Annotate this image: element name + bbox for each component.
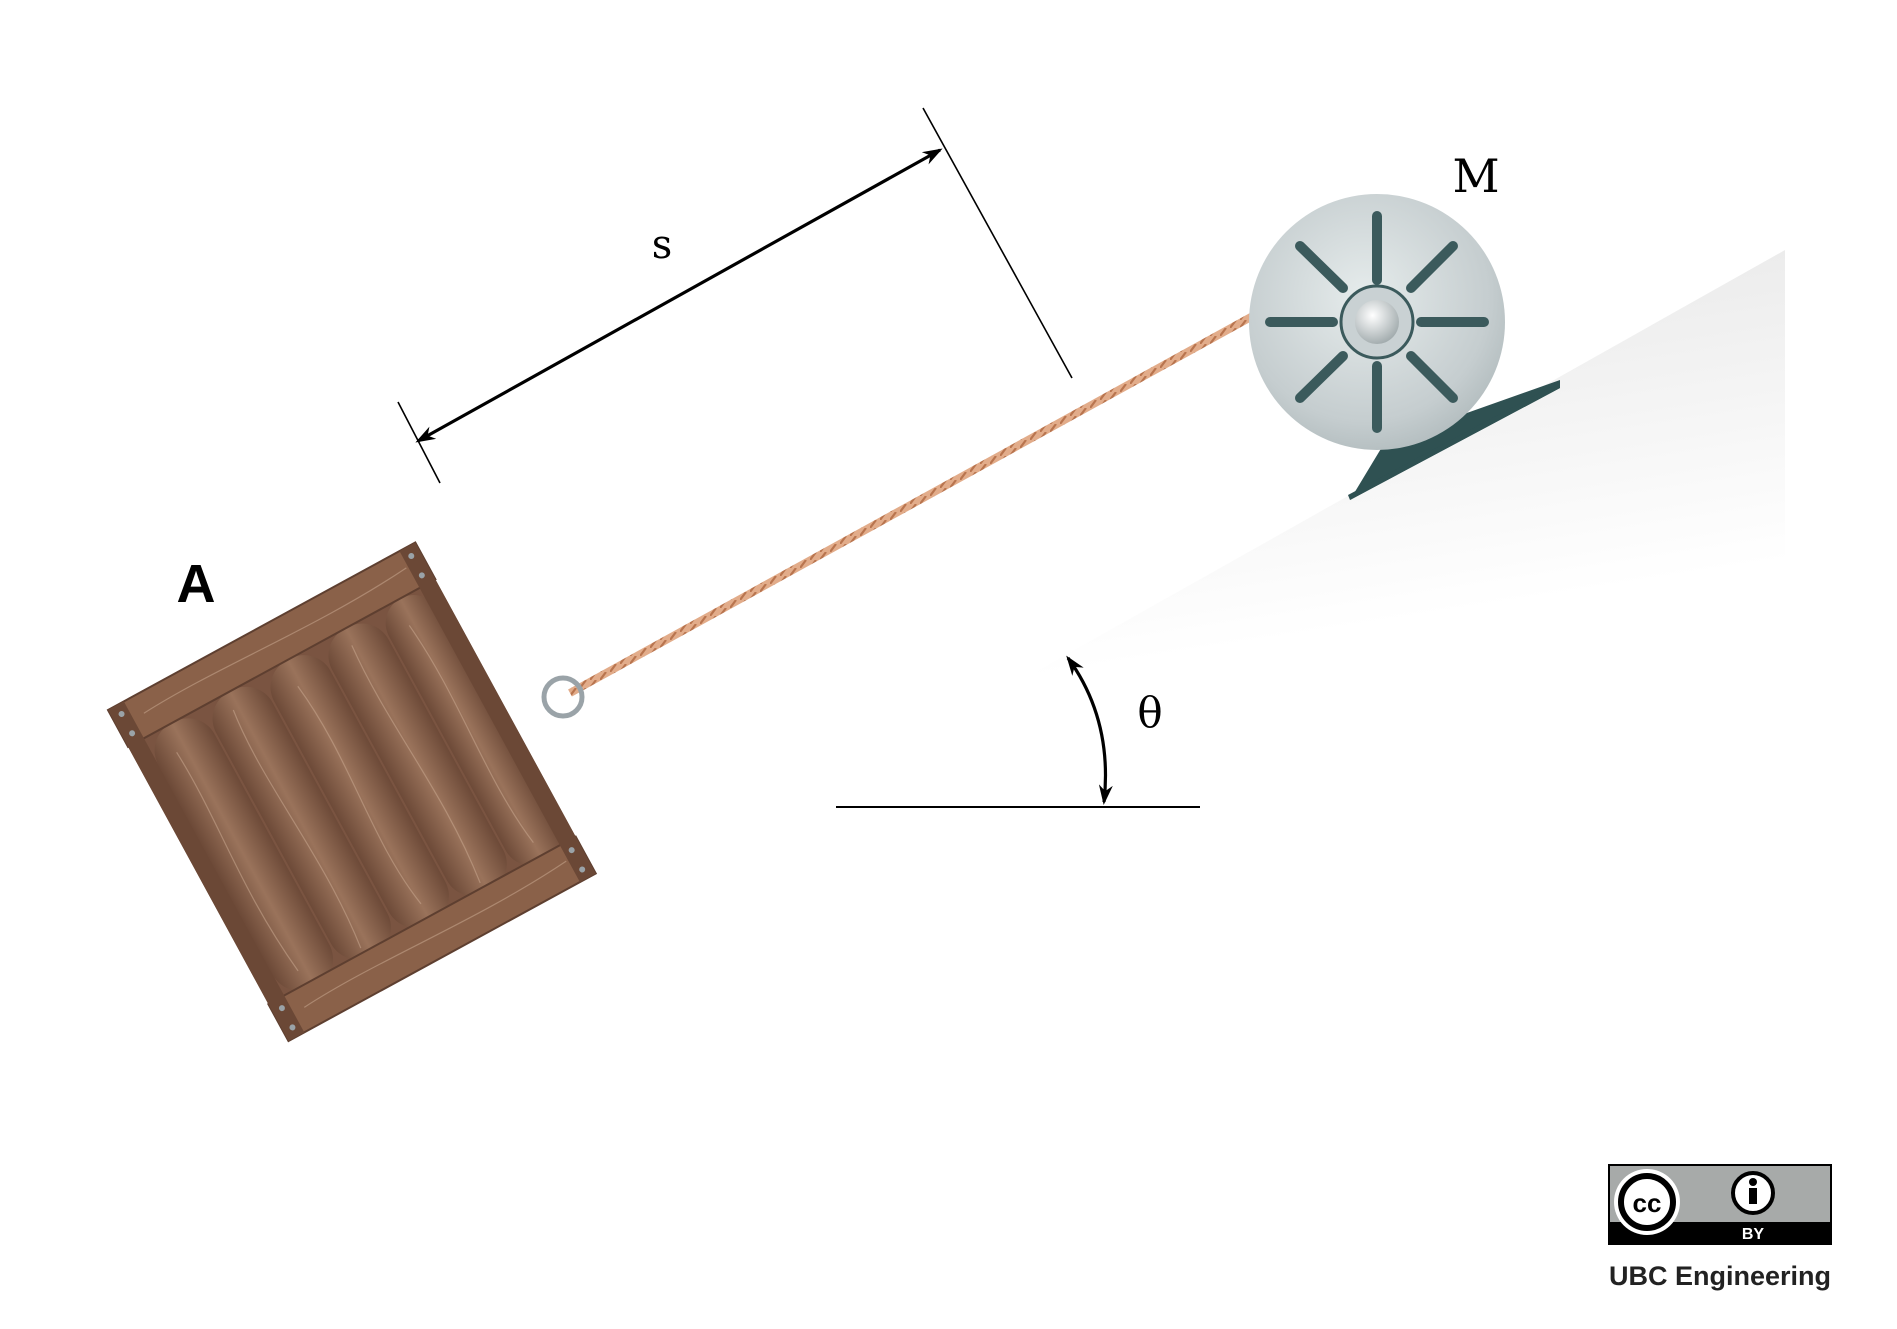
wood-grain bbox=[143, 567, 567, 1008]
attribution-icon-head bbox=[1749, 1178, 1757, 1186]
crate bbox=[106, 541, 598, 1043]
crate-eye-hook bbox=[541, 675, 585, 719]
crate-plank-4 bbox=[328, 623, 507, 897]
angle-label: θ bbox=[1137, 688, 1162, 737]
crate-plank-5 bbox=[385, 595, 559, 866]
dimension-arrow bbox=[415, 148, 943, 443]
incline-fade bbox=[0, 1240, 1897, 1329]
motor-label: M bbox=[1452, 149, 1499, 203]
crate-bottom-board bbox=[267, 835, 598, 1043]
crate-plank-3 bbox=[270, 655, 449, 928]
cc-text: cc bbox=[1633, 1188, 1662, 1218]
motor bbox=[1249, 194, 1505, 450]
incline-surface bbox=[115, 250, 1785, 1329]
crate-plank-1 bbox=[154, 718, 334, 991]
motor-spokes bbox=[1265, 211, 1489, 433]
nails bbox=[118, 553, 586, 1031]
crate-label: A bbox=[177, 554, 216, 614]
angle-arc bbox=[1066, 655, 1113, 805]
distance-label: s bbox=[652, 222, 673, 268]
motor-mount-base bbox=[1348, 382, 1560, 500]
attribution-icon-body bbox=[1749, 1188, 1757, 1204]
cc-icon bbox=[1618, 1173, 1676, 1231]
motor-hub bbox=[1355, 300, 1399, 344]
license-badge: cc BY UBC Engineering bbox=[1608, 1164, 1832, 1291]
crate-left-post bbox=[107, 701, 305, 1041]
crate-plank-2 bbox=[212, 686, 391, 960]
credit-text: UBC Engineering bbox=[1609, 1261, 1831, 1291]
angle-theta: θ bbox=[836, 655, 1200, 808]
rope bbox=[568, 308, 1262, 697]
by-text: BY bbox=[1742, 1226, 1765, 1243]
extension-line-left bbox=[397, 401, 441, 484]
dimension-s: s bbox=[397, 107, 1073, 484]
extension-line-right bbox=[922, 107, 1073, 379]
crate-right-post bbox=[399, 542, 596, 883]
